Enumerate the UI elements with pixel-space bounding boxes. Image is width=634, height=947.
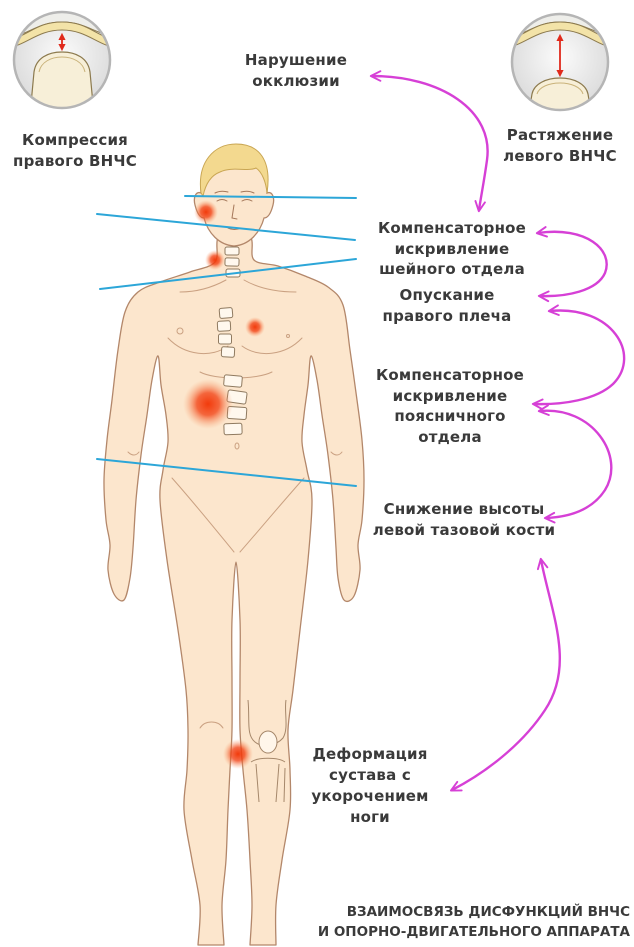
pain-spot-abdomen	[183, 379, 233, 429]
spine-vertebra	[224, 375, 243, 388]
label-line: Компенсаторное	[342, 218, 562, 239]
label-lumbar-curvature: Компенсаторное искривление поясничного о…	[340, 365, 560, 447]
label-line: искривление	[342, 239, 562, 260]
pain-spot-neck	[205, 250, 225, 270]
label-line: Опускание	[337, 285, 557, 306]
label-cervical-curvature: Компенсаторное искривление шейного отдел…	[342, 218, 562, 280]
body-silhouette	[104, 232, 364, 945]
mandibular-condyle	[30, 52, 94, 115]
spine-vertebra	[219, 307, 233, 318]
spine-vertebra	[225, 247, 239, 255]
label-line: Снижение высоты	[354, 499, 574, 520]
label-line: Нарушение	[196, 50, 396, 71]
tmj-inset-compression	[0, 0, 130, 115]
label-line: окклюзии	[196, 71, 396, 92]
caption-line: ВЗАИМОСВЯЗЬ ДИСФУНКЦИЙ ВНЧС	[318, 902, 630, 922]
spine-vertebra	[217, 321, 231, 332]
label-shoulder-drop: Опускание правого плеча	[337, 285, 557, 326]
spine-vertebra	[219, 334, 232, 344]
label-line: шейного отдела	[342, 259, 562, 280]
spine-vertebra	[225, 258, 239, 266]
label-line: правого ВНЧС	[0, 151, 150, 172]
caption-line: И ОПОРНО-ДВИГАТЕЛЬНОГО АППАРАТА	[318, 922, 630, 942]
label-tmj-compression: Компрессия правого ВНЧС	[0, 130, 150, 171]
label-leg-shortening: Деформация сустава с укорочением ноги	[260, 744, 480, 828]
label-line: укорочением	[260, 786, 480, 807]
arrow-occlusion-cervical	[372, 76, 488, 210]
pain-spot-knee	[223, 739, 253, 769]
label-line: левого ВНЧС	[490, 146, 630, 167]
pain-spot-chest	[245, 317, 265, 337]
label-occlusion-disorder: Нарушение окклюзии	[196, 50, 396, 91]
diagram-caption: ВЗАИМОСВЯЗЬ ДИСФУНКЦИЙ ВНЧС И ОПОРНО-ДВИ…	[318, 902, 630, 942]
pain-spot-jaw	[194, 200, 218, 224]
label-line: Компрессия	[0, 130, 150, 151]
label-pelvis-lowering: Снижение высоты левой тазовой кости	[354, 499, 574, 540]
spine-vertebra	[221, 347, 235, 358]
label-line: Деформация	[260, 744, 480, 765]
label-line: поясничного	[340, 406, 560, 427]
label-tmj-distraction: Растяжение левого ВНЧС	[490, 125, 630, 166]
label-line: ноги	[260, 807, 480, 828]
label-line: отдела	[340, 427, 560, 448]
label-line: правого плеча	[337, 306, 557, 327]
label-line: левой тазовой кости	[354, 520, 574, 541]
label-line: Компенсаторное	[340, 365, 560, 386]
tmj-inset-distraction	[500, 0, 630, 118]
spine-vertebra	[224, 423, 242, 435]
label-line: Растяжение	[490, 125, 630, 146]
label-line: сустава с	[260, 765, 480, 786]
label-line: искривление	[340, 386, 560, 407]
